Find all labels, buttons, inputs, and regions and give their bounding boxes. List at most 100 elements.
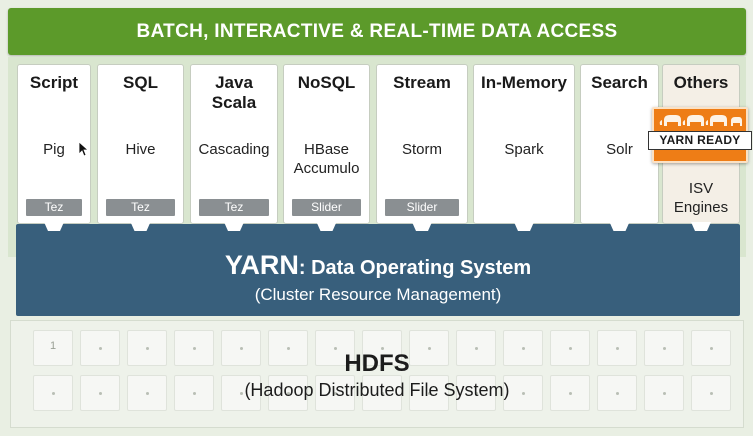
engine-tag: Tez (199, 199, 269, 216)
engine-title: In-Memory (481, 73, 567, 92)
hdfs-block (315, 375, 355, 411)
hdfs-block-dot (427, 346, 431, 350)
elephant-icon (659, 115, 742, 126)
hdfs-block-dot (333, 346, 337, 350)
hdfs-subtitle: (Hadoop Distributed File System) (244, 380, 510, 400)
data-access-banner: BATCH, INTERACTIVE & REAL-TIME DATA ACCE… (8, 8, 746, 55)
hdfs-block-dot (145, 391, 149, 395)
engine-tools: Pig (43, 141, 65, 158)
hdfs-block (221, 330, 261, 366)
engine-tools: Hive (125, 141, 156, 158)
hdfs-block-dot (98, 391, 102, 395)
engine-title: NoSQL (297, 73, 356, 92)
hdfs-block-dot (521, 391, 525, 395)
hdfs-block (456, 330, 496, 366)
engine-title: Others (673, 73, 729, 92)
hdfs-block (127, 330, 167, 366)
hdfs-block-dot (474, 391, 478, 395)
hdfs-block: 1 (33, 330, 73, 366)
hdfs-block (503, 375, 543, 411)
engine-tools: Spark (504, 141, 544, 158)
hdfs-block (174, 375, 214, 411)
engine-tag: Slider (292, 199, 361, 216)
hdfs-block (174, 330, 214, 366)
engine-tag: Tez (26, 199, 82, 216)
hdfs-block-dot (568, 391, 572, 395)
connector-notch (609, 222, 630, 231)
hdfs-title: HDFS (344, 350, 410, 377)
engine-title: SQL (123, 73, 158, 92)
engine-tag: Tez (106, 199, 175, 216)
yarn-ready-badge: YARN READY (648, 107, 752, 163)
hdfs-block-dot (192, 391, 196, 395)
hdfs-block-dot (239, 346, 243, 350)
hdfs-block (550, 330, 590, 366)
engine-title: Stream (393, 73, 451, 92)
hdfs-block-dot (145, 346, 149, 350)
hdfs-block-dot (427, 391, 431, 395)
hdfs-block (691, 330, 731, 366)
hdfs-block-dot (380, 346, 384, 350)
yarn-title: YARN: Data Operating System (16, 250, 740, 281)
engine-title: Script (29, 73, 79, 92)
connector-notch (44, 222, 64, 231)
hdfs-block (456, 375, 496, 411)
hdfs-block (362, 330, 402, 366)
hdfs-block-dot (286, 346, 290, 350)
hdfs-block (268, 375, 308, 411)
yarn-subtitle: (Cluster Resource Management) (254, 285, 502, 304)
hdfs-block-dot (380, 391, 384, 395)
hdfs-block-dot (662, 346, 666, 350)
connector-notch (224, 222, 244, 231)
hdfs-block-dot (709, 391, 713, 395)
hdfs-block (80, 330, 120, 366)
engine-connectors (44, 222, 711, 231)
hdfs-block (644, 330, 684, 366)
hdfs-block (597, 330, 637, 366)
engine-tag: Slider (385, 199, 459, 216)
hdfs-block (644, 375, 684, 411)
hdfs-block (268, 330, 308, 366)
connector-notch (316, 222, 337, 231)
yarn-layer (16, 224, 740, 316)
hdfs-block (127, 375, 167, 411)
mouse-cursor-icon (78, 141, 88, 157)
hdfs-block-dot (239, 391, 243, 395)
hdfs-block-dot (568, 346, 572, 350)
hdfs-block (597, 375, 637, 411)
hdfs-block-dot (333, 391, 337, 395)
hdfs-block-dot (98, 346, 102, 350)
hdfs-block-dot (192, 346, 196, 350)
hdfs-block-dot (709, 346, 713, 350)
yarn-title-main: YARN (224, 250, 299, 280)
hdfs-block (409, 375, 449, 411)
engine-tools: Storm (401, 141, 442, 158)
hdfs-block (691, 375, 731, 411)
hdfs-block-dot (286, 391, 290, 395)
hdfs-block-dot (662, 391, 666, 395)
hdfs-block (503, 330, 543, 366)
hdfs-block-dot (474, 346, 478, 350)
hdfs-block-dot (615, 346, 619, 350)
connector-notch (130, 222, 151, 231)
connector-notch (412, 222, 432, 231)
hdfs-block (409, 330, 449, 366)
hdfs-block-label: 1 (49, 340, 57, 352)
hdfs-block-dot (51, 391, 55, 395)
yarn-ready-label: YARN READY (648, 131, 752, 150)
hdfs-block (80, 375, 120, 411)
hdfs-block (362, 375, 402, 411)
hdfs-block-dot (615, 391, 619, 395)
connector-notch (691, 222, 711, 231)
hdfs-block (550, 375, 590, 411)
engine-tools: Cascading (198, 141, 270, 158)
engine-title: Search (591, 73, 648, 92)
